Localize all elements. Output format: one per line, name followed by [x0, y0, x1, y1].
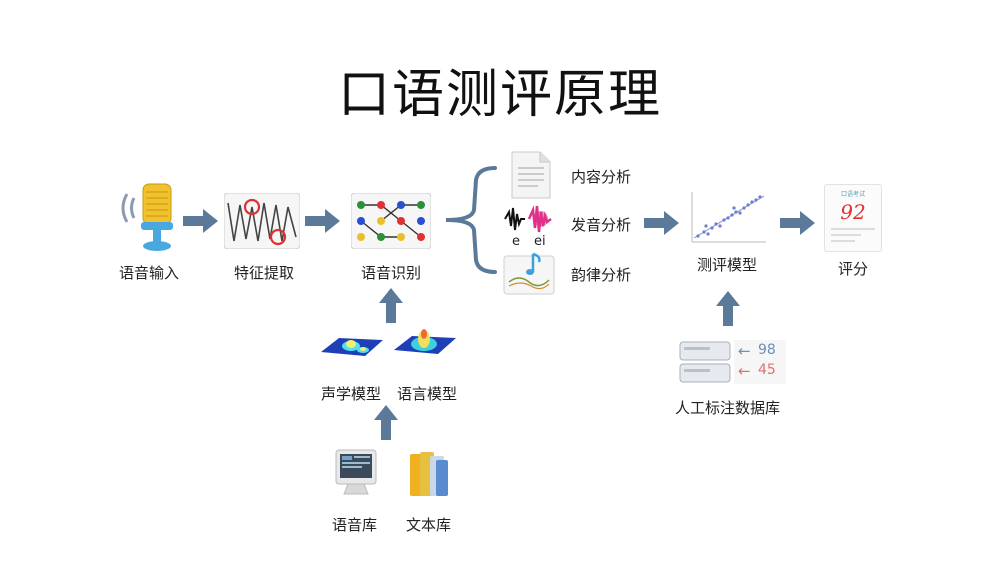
- lattice-icon: [351, 193, 431, 249]
- arrow-up-icon: [374, 405, 398, 440]
- score-card-header: 口语考试: [840, 191, 865, 198]
- phoneme-e-label: e: [512, 234, 520, 249]
- waveform-icon: [224, 193, 300, 249]
- music-note-icon: [503, 252, 555, 295]
- pronunciation-analysis-label: 发音分析: [571, 216, 632, 234]
- acoustic-model-icon: [321, 338, 383, 356]
- arrow-up-icon: [379, 288, 403, 323]
- microphone-icon: [121, 183, 173, 251]
- monitor-icon: [335, 449, 377, 495]
- annotation-db-label: 人工标注数据库: [675, 399, 781, 417]
- folder-stack-icon: [410, 452, 448, 496]
- arrow-right-icon: [780, 211, 815, 235]
- spectrogram-icon: [504, 205, 552, 233]
- prosody-analysis-label: 韵律分析: [571, 266, 632, 284]
- feature-extraction-label: 特征提取: [234, 264, 295, 282]
- score-card-icon: 口语考试 92: [824, 184, 882, 252]
- text-corpus-label: 文本库: [406, 516, 452, 534]
- annotation-badges: ← 98 ← 45: [734, 340, 786, 384]
- language-model-label: 语言模型: [397, 385, 458, 403]
- arrow-right-icon: [305, 209, 340, 233]
- document-icon: [511, 151, 551, 199]
- brace-icon: [445, 166, 497, 274]
- phoneme-ei-label: ei: [534, 234, 546, 249]
- scatter-plot-icon: [691, 192, 766, 243]
- speech-input-label: 语音输入: [119, 264, 180, 282]
- score-label: 评分: [838, 260, 869, 278]
- eval-model-label: 测评模型: [697, 256, 758, 274]
- arrow-right-icon: [644, 211, 679, 235]
- speech-recognition-label: 语音识别: [361, 264, 422, 282]
- arrow-right-icon: [183, 209, 218, 233]
- speech-corpus-label: 语音库: [332, 516, 378, 534]
- database-icon: [679, 341, 731, 383]
- score-card-value: 92: [840, 200, 866, 224]
- badge-top-value: 98: [758, 342, 776, 358]
- language-model-icon: [394, 329, 456, 354]
- arrow-up-icon: [716, 291, 740, 326]
- page-title: 口语测评原理: [337, 65, 662, 125]
- content-analysis-label: 内容分析: [571, 168, 632, 186]
- badge-bottom-value: 45: [758, 362, 776, 378]
- acoustic-model-label: 声学模型: [321, 385, 382, 403]
